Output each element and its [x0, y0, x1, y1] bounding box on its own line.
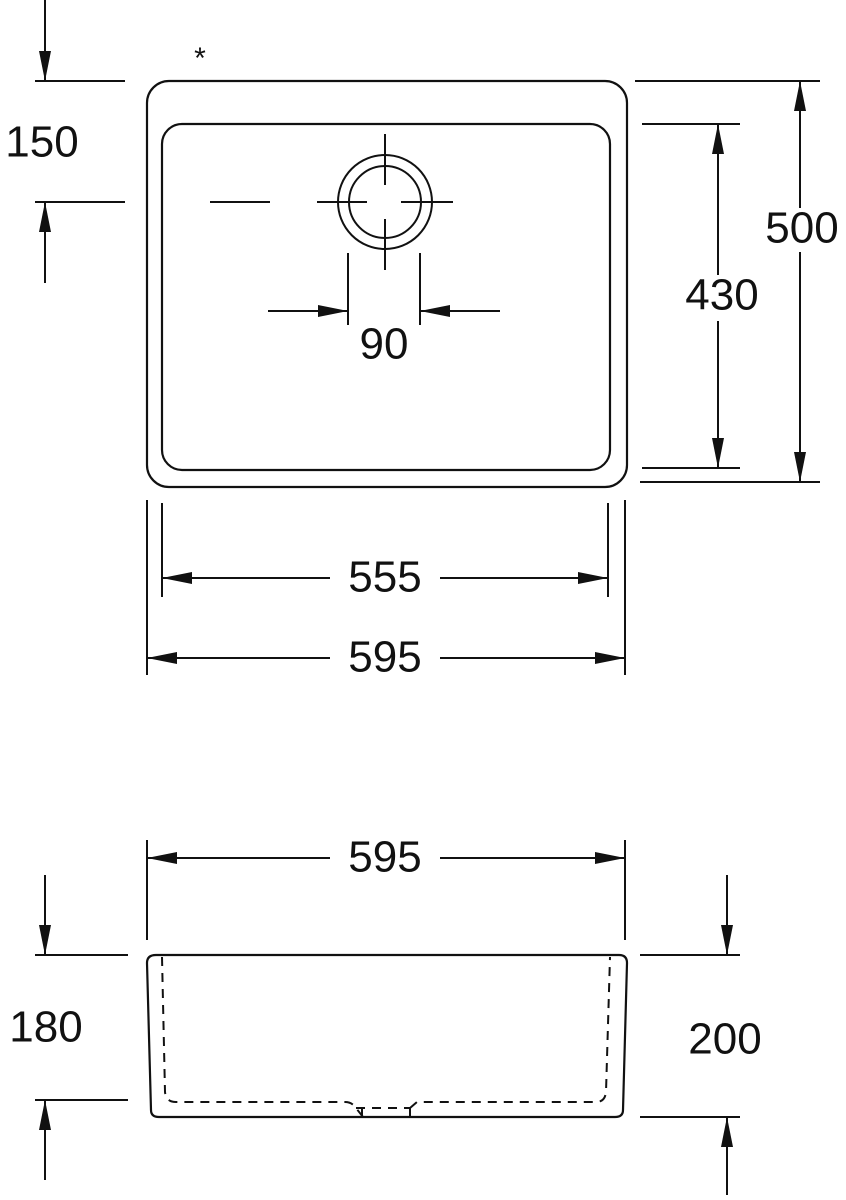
drain-icon: [210, 134, 453, 270]
dimension-inner-width: 555: [161, 503, 609, 602]
dim-label-200: 200: [688, 1015, 761, 1064]
sink-outer-outline: [145, 79, 629, 489]
dim-label-555: 555: [348, 553, 421, 602]
dim-label-500: 500: [765, 204, 838, 253]
dimension-drain-diameter: 90: [268, 253, 500, 369]
sink-side-outline: [145, 953, 629, 1119]
dim-label-150: 150: [5, 118, 78, 167]
dimension-inner-depth: 430: [642, 123, 769, 469]
sink-inner-bowl: [160, 122, 612, 472]
side-view: 595 180 200: [9, 833, 762, 1195]
top-view: * 150 500: [5, 0, 846, 682]
dim-label-595-side: 595: [348, 833, 421, 882]
dimension-outer-height: 200: [640, 875, 762, 1195]
dim-label-430: 430: [685, 271, 758, 320]
dimension-outer-width: 595: [146, 500, 626, 682]
dimension-drain-offset: 150: [5, 0, 125, 283]
dimension-side-width: 595: [146, 833, 626, 940]
dim-label-595-top: 595: [348, 633, 421, 682]
dim-label-180: 180: [9, 1003, 82, 1052]
asterisk-marker: *: [194, 42, 206, 75]
dim-label-90: 90: [360, 320, 409, 369]
dimension-inner-height: 180: [9, 875, 128, 1180]
sink-side-hidden-bowl: [161, 956, 611, 1118]
dimension-outer-depth: 500: [635, 80, 846, 483]
